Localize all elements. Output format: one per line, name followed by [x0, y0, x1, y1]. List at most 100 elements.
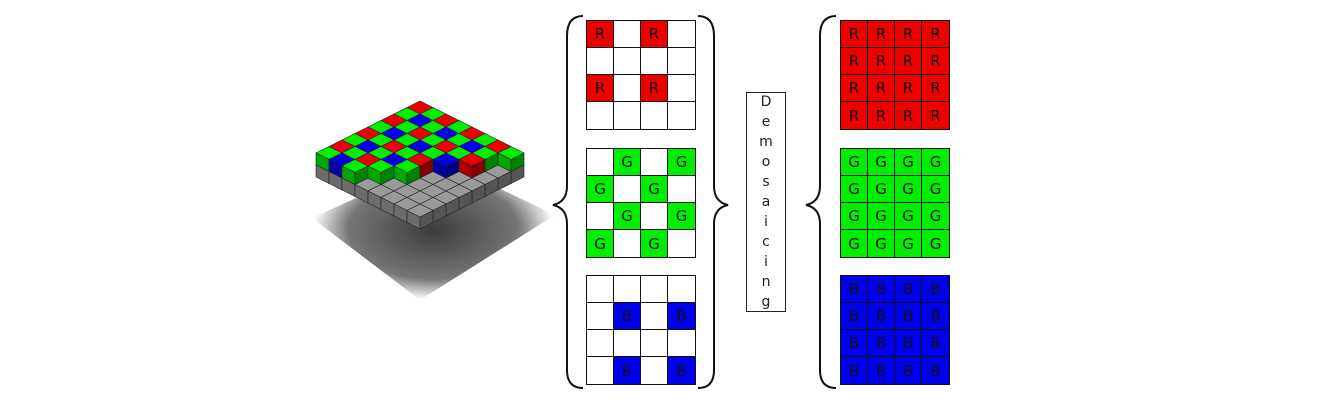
- blue-cell: B: [895, 303, 922, 330]
- label-letter: s: [762, 174, 770, 190]
- green-cell: G: [895, 149, 922, 176]
- red-cell: R: [841, 48, 868, 75]
- green-cell: G: [895, 203, 922, 230]
- red-cell: [587, 48, 614, 75]
- red-cell: [668, 102, 695, 129]
- label-letter: i: [764, 214, 768, 230]
- red-cell: R: [587, 21, 614, 48]
- blue-cell: B: [668, 303, 695, 330]
- label-letter: n: [761, 274, 771, 290]
- green-cell: G: [841, 149, 868, 176]
- red-cell: [668, 48, 695, 75]
- green-cell: G: [868, 149, 895, 176]
- red-cell: R: [587, 75, 614, 102]
- green-cell: G: [895, 230, 922, 257]
- green-cell: [614, 176, 641, 203]
- red-cell: R: [868, 75, 895, 102]
- red-cell: R: [895, 75, 922, 102]
- label-letter: i: [764, 254, 768, 270]
- red-cell: [614, 75, 641, 102]
- red-cell: R: [868, 21, 895, 48]
- blue-cell: [587, 357, 614, 384]
- green-cell: G: [841, 230, 868, 257]
- blue-cell: [587, 330, 614, 357]
- blue-cell: [668, 330, 695, 357]
- blue-cell: B: [868, 357, 895, 384]
- green-cell: [641, 203, 668, 230]
- red-cell: R: [641, 21, 668, 48]
- green-cell: [668, 176, 695, 203]
- green-cell: G: [641, 176, 668, 203]
- red-cell: R: [922, 75, 949, 102]
- label-letter: a: [761, 194, 771, 210]
- blue-cell: [587, 276, 614, 303]
- red-cell: R: [922, 21, 949, 48]
- red-cell: R: [922, 102, 949, 129]
- red-cell: [614, 21, 641, 48]
- blue-cell: B: [922, 303, 949, 330]
- green-cell: G: [587, 230, 614, 257]
- blue-cell: [641, 330, 668, 357]
- red-cell: R: [841, 102, 868, 129]
- green-cell: G: [641, 230, 668, 257]
- green-cell: [641, 149, 668, 176]
- blue-cell: [641, 276, 668, 303]
- red-cell: R: [922, 48, 949, 75]
- blue-cell: [614, 276, 641, 303]
- label-letter: c: [762, 234, 770, 250]
- red-cell: [668, 21, 695, 48]
- blue-cell: B: [841, 357, 868, 384]
- green-cell: G: [668, 203, 695, 230]
- red-cell: R: [841, 21, 868, 48]
- red-cell: [614, 102, 641, 129]
- green-cell: G: [868, 203, 895, 230]
- blue-cell: B: [895, 357, 922, 384]
- label-letter: g: [761, 294, 771, 310]
- blue-cell: B: [614, 357, 641, 384]
- blue-cell: [614, 330, 641, 357]
- red-filter: [471, 159, 486, 179]
- label-letter: o: [761, 154, 771, 170]
- green-cell: [668, 230, 695, 257]
- green-cell: [587, 203, 614, 230]
- label-letter: D: [760, 94, 772, 110]
- blue-cell: B: [922, 357, 949, 384]
- red-cell: R: [895, 21, 922, 48]
- green-filter: [406, 165, 421, 185]
- green-cell: [614, 230, 641, 257]
- green-cell: G: [868, 176, 895, 203]
- blue-cell: [641, 357, 668, 384]
- green-cell: G: [868, 230, 895, 257]
- blue-cell: [641, 303, 668, 330]
- blue-cell: B: [868, 330, 895, 357]
- label-letter: m: [759, 134, 773, 150]
- red-cell: R: [895, 48, 922, 75]
- red-cell: [641, 48, 668, 75]
- red-cell: [668, 75, 695, 102]
- red-cell: R: [895, 102, 922, 129]
- green-cell: G: [668, 149, 695, 176]
- label-letter: e: [761, 114, 771, 130]
- green-cell: G: [841, 203, 868, 230]
- green-cell: G: [587, 176, 614, 203]
- blue-cell: B: [614, 303, 641, 330]
- green-cell: G: [841, 176, 868, 203]
- blue-cell: B: [841, 276, 868, 303]
- blue-cell: B: [841, 303, 868, 330]
- green-cell: G: [895, 176, 922, 203]
- green-cell: G: [922, 176, 949, 203]
- color-filter-array: [315, 100, 525, 185]
- blue-cell: B: [895, 276, 922, 303]
- red-cell: [614, 48, 641, 75]
- green-cell: G: [614, 149, 641, 176]
- green-cell: G: [922, 230, 949, 257]
